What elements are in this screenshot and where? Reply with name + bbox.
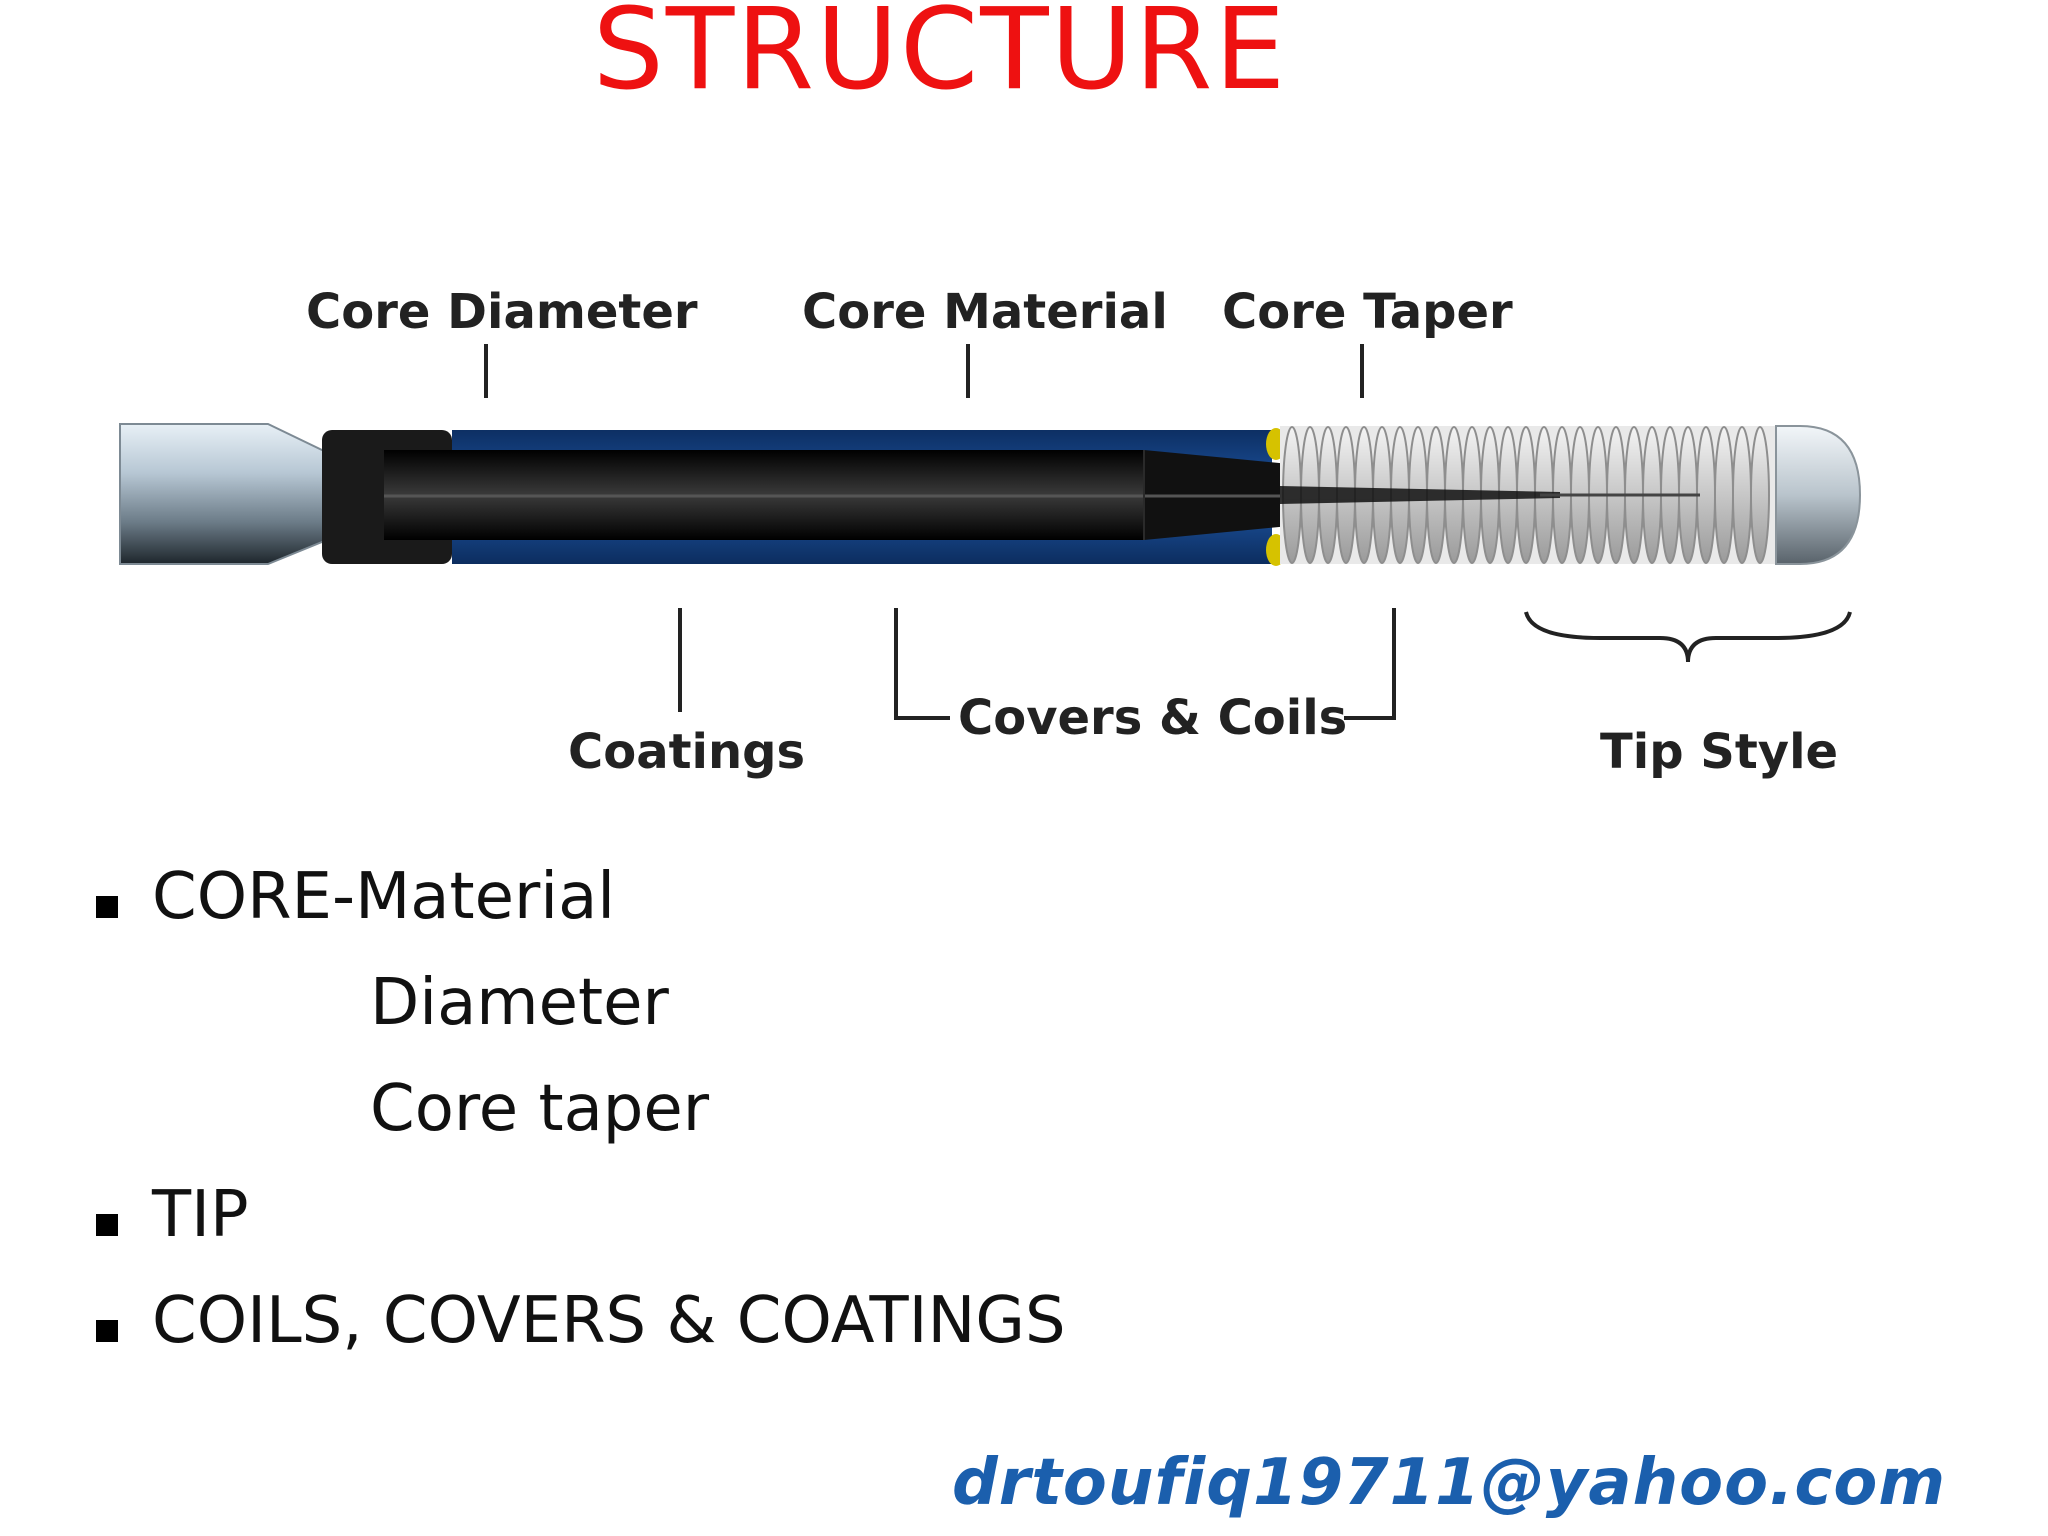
contact-email: drtoufiq19711@yahoo.com [951, 1446, 1946, 1520]
bullet-text: TIP [152, 1178, 249, 1252]
guidewire-illustration: Core Diameter Core Material Core Taper C… [119, 284, 1862, 780]
label-core-material: Core Material [802, 284, 1168, 340]
label-core-diameter: Core Diameter [306, 284, 698, 340]
leader-lines [484, 344, 1852, 720]
guidewire-structure-diagram: Core Diameter Core Material Core Taper C… [0, 262, 2000, 808]
sub-item-text: Diameter [370, 966, 669, 1040]
slide-title: STRUCTURE [592, 0, 1288, 115]
bullet-text: COILS, COVERS & COATINGS [152, 1284, 1066, 1358]
label-core-taper: Core Taper [1222, 284, 1513, 340]
core-wire [384, 450, 1560, 540]
coil-spring [1280, 426, 1780, 564]
bullet-square-icon [96, 1214, 118, 1236]
label-tip-style: Tip Style [1600, 724, 1838, 780]
bullet-square-icon [96, 1320, 118, 1342]
tip-dome [1775, 425, 1862, 565]
label-coatings: Coatings [568, 724, 805, 780]
bullet-text: CORE-Material [152, 860, 616, 934]
sub-item-text: Core taper [370, 1072, 710, 1146]
label-covers-coils: Covers & Coils [958, 690, 1347, 746]
bullet-square-icon [96, 896, 118, 918]
